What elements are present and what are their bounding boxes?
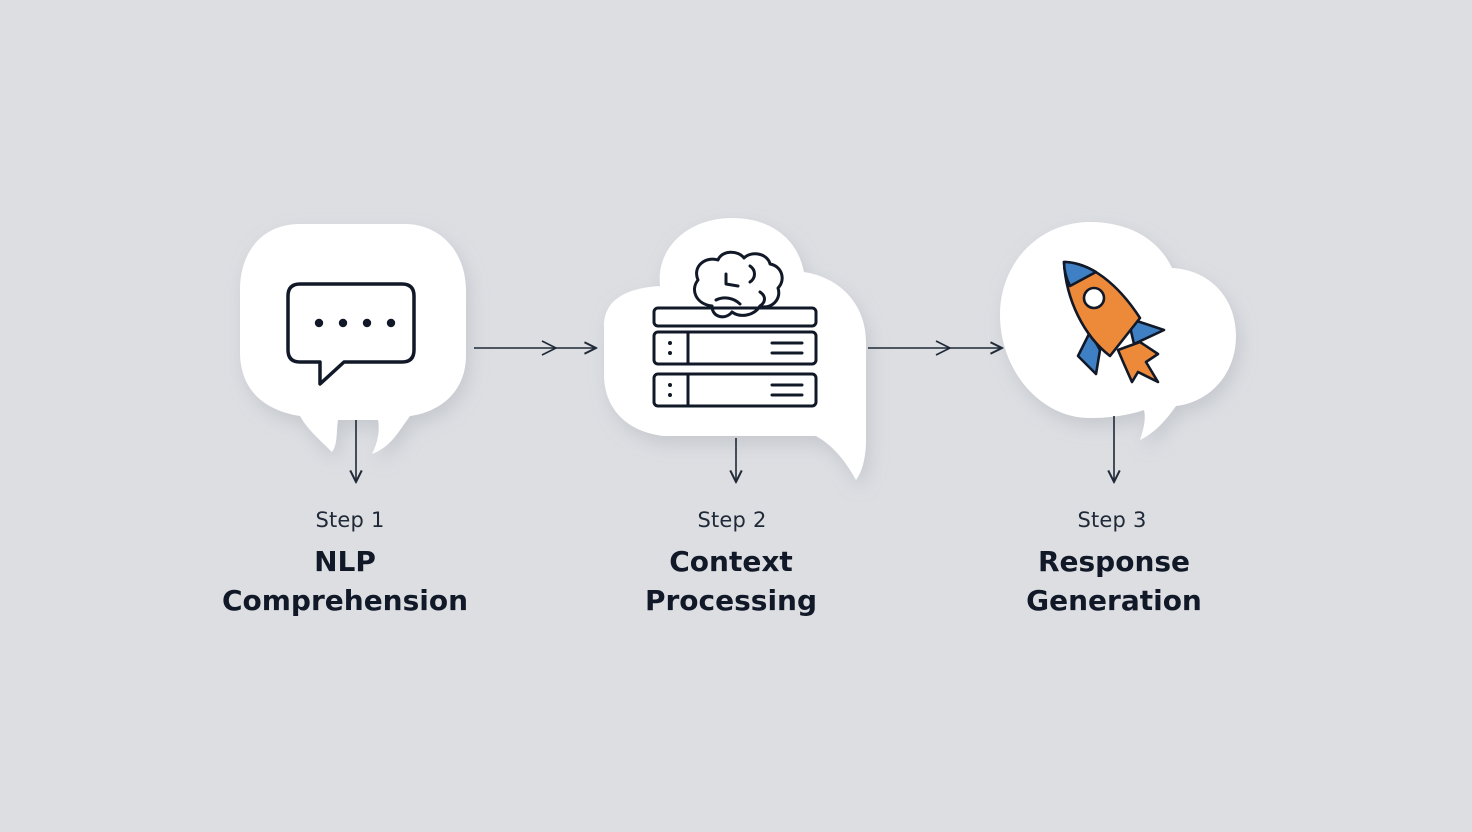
step2-title-line2: Processing bbox=[644, 584, 818, 617]
step1-label: Step 1 bbox=[315, 508, 385, 532]
rocket-icon bbox=[1062, 260, 1166, 384]
step2-title-line1: Context bbox=[669, 545, 793, 578]
step3-title-line1: Response bbox=[1037, 545, 1191, 578]
step3-title-line2: Generation bbox=[1026, 584, 1202, 617]
step2-label: Step 2 bbox=[697, 508, 767, 532]
rocket-nose bbox=[1062, 260, 1098, 288]
step1-title: NLP Comprehension bbox=[175, 542, 515, 620]
server-unit-top bbox=[652, 330, 818, 366]
brain-icon bbox=[693, 250, 784, 319]
step1-title-line2: Comprehension bbox=[221, 584, 469, 617]
step3-label: Step 3 bbox=[1077, 508, 1147, 532]
step1-title-line1: NLP bbox=[314, 545, 376, 578]
chat-bubble-icon bbox=[286, 282, 416, 386]
server-unit-bottom bbox=[652, 372, 818, 408]
rocket-window bbox=[1082, 286, 1106, 310]
step3-title: Response Generation bbox=[944, 542, 1284, 620]
brain-server-icon bbox=[652, 250, 818, 408]
step2-title: Context Processing bbox=[561, 542, 901, 620]
step1-bubble bbox=[240, 224, 466, 454]
step2-bubble bbox=[604, 218, 866, 480]
rocket-flame bbox=[1116, 340, 1160, 384]
